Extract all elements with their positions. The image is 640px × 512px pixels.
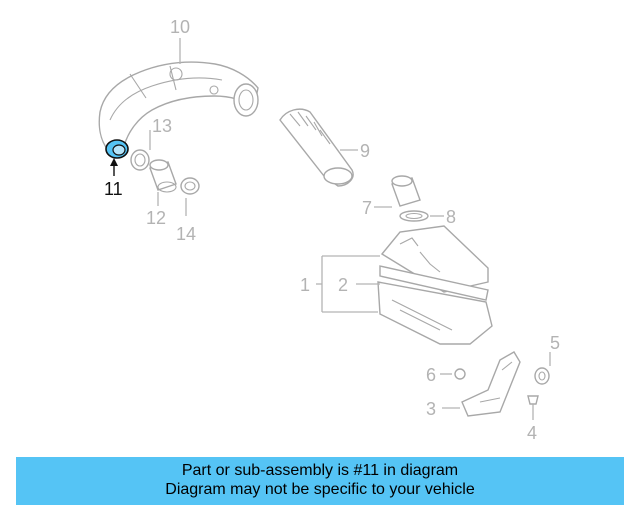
callout-9[interactable]: 9 — [360, 141, 370, 161]
callout-7[interactable]: 7 — [362, 198, 372, 218]
callout-14[interactable]: 14 — [176, 224, 196, 244]
callout-13[interactable]: 13 — [152, 116, 172, 136]
part-8-gasket[interactable] — [399, 210, 429, 222]
part-6-nut[interactable] — [454, 368, 466, 380]
info-banner: Part or sub-assembly is #11 in diagram D… — [16, 457, 624, 505]
part-5-grommet[interactable] — [534, 367, 550, 385]
part-13-clamp[interactable] — [130, 149, 150, 171]
part-4-clip[interactable] — [527, 395, 539, 405]
callout-12[interactable]: 12 — [146, 208, 166, 228]
callout-8[interactable]: 8 — [446, 207, 456, 227]
part-9-corrugated-hose[interactable] — [279, 108, 354, 187]
callout-3[interactable]: 3 — [426, 399, 436, 419]
callout-2[interactable]: 2 — [338, 275, 348, 295]
callout-1[interactable]: 1 — [300, 275, 310, 295]
callout-4[interactable]: 4 — [527, 423, 537, 443]
part-14-clamp[interactable] — [180, 177, 200, 195]
callout-11[interactable]: 11 — [104, 179, 123, 199]
banner-line-1: Part or sub-assembly is #11 in diagram — [181, 462, 459, 479]
part-12-hose[interactable] — [149, 159, 177, 193]
leader-11-arrow — [110, 158, 118, 166]
part-11-seal[interactable] — [105, 139, 129, 159]
banner-line-2: Diagram may not be specific to your vehi… — [165, 481, 475, 498]
part-3-bracket[interactable] — [461, 351, 521, 417]
callout-5[interactable]: 5 — [550, 333, 560, 353]
part-10-intake-duct[interactable] — [98, 61, 259, 151]
callout-6[interactable]: 6 — [426, 365, 436, 385]
callout-10[interactable]: 10 — [170, 17, 190, 37]
parts-diagram: 10 11 13 12 14 9 7 — [98, 17, 560, 443]
part-1-air-cleaner-assembly[interactable] — [377, 225, 493, 345]
part-7-adapter[interactable] — [391, 175, 421, 207]
